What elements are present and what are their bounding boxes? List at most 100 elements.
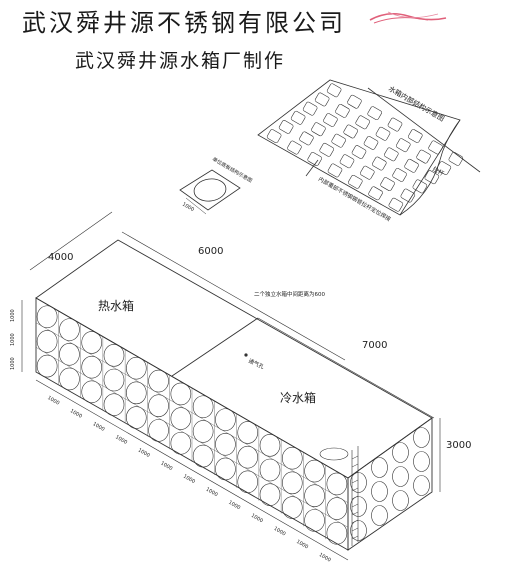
- panel-circle: [192, 395, 214, 419]
- panel-circle: [170, 431, 192, 455]
- dim-left-1: 1000: [10, 309, 16, 322]
- inner-grid-cell: [392, 168, 407, 182]
- inner-grid-cell: [347, 94, 362, 109]
- inner-grid-cell: [314, 92, 330, 107]
- panel-circle: [413, 427, 430, 448]
- panel-circle: [350, 496, 367, 517]
- panel-circle: [215, 408, 236, 431]
- ladder: [319, 446, 359, 546]
- panel-circle: [59, 342, 80, 366]
- inner-grid-cell: [368, 186, 383, 201]
- bottom-dim-label: 1000: [250, 513, 264, 525]
- cold-tank-label: 冷水箱: [280, 390, 316, 405]
- panel-circle: [304, 459, 325, 483]
- bottom-dim-label: 1000: [227, 500, 241, 512]
- panel-circle: [170, 407, 192, 430]
- dim-width-cold: 7000: [362, 340, 387, 351]
- panel-circle: [36, 330, 58, 353]
- panel-circle: [281, 446, 303, 470]
- panel-circle: [215, 432, 236, 456]
- bottom-dim-label: 1000: [92, 421, 106, 433]
- panel-circle: [326, 521, 348, 545]
- inner-structure-panel: [257, 79, 481, 216]
- pull-rod-label: 拉杆: [431, 165, 445, 178]
- panel-circle: [259, 458, 281, 482]
- inner-grid-cell: [372, 156, 387, 171]
- inner-grid-cell: [448, 151, 464, 166]
- panel-circle: [371, 505, 388, 526]
- bottom-dim-label: 1000: [137, 447, 151, 459]
- panel-circle: [81, 331, 103, 354]
- inner-grid-cell: [326, 83, 342, 98]
- panel-circle: [125, 356, 147, 380]
- inner-grid-cell: [400, 188, 416, 203]
- company-title: 武汉舜井源不锈钢有限公司: [22, 9, 346, 37]
- inner-grid-cell: [367, 106, 382, 121]
- panel-circle: [215, 457, 236, 481]
- panel-circle: [413, 475, 430, 496]
- inner-grid-cell: [307, 152, 322, 166]
- panel-circle: [237, 445, 259, 469]
- hot-tank-label: 热水箱: [98, 298, 134, 313]
- inner-grid-cell: [351, 145, 367, 159]
- bottom-dim-label: 1000: [182, 474, 196, 486]
- inner-grid-cell: [424, 170, 440, 185]
- panel-circle: [81, 380, 103, 404]
- panel-circle: [371, 481, 388, 502]
- inner-grid-cell: [299, 131, 314, 146]
- dim-height-right: 3000: [446, 440, 471, 451]
- inner-grid-cell: [343, 124, 358, 139]
- panel-circle: [36, 305, 58, 329]
- front-panel-grid: [35, 305, 349, 545]
- dim-width-hot: 6000: [198, 246, 223, 257]
- panel-circle: [36, 354, 58, 378]
- small-panel-dim: 1000: [181, 202, 195, 214]
- panel-circle: [148, 369, 169, 393]
- vent-label: 通气孔: [247, 357, 266, 371]
- inner-grid-cell: [327, 163, 343, 178]
- inner-grid-cell: [290, 110, 306, 125]
- dim-left-3: 1000: [10, 357, 16, 370]
- inner-grid-cell: [387, 117, 403, 132]
- inner-grid-cell: [287, 140, 302, 155]
- panel-circle: [281, 496, 303, 519]
- inner-grid-cell: [428, 140, 443, 155]
- inner-grid-cell: [278, 120, 294, 134]
- inner-grid-cell: [380, 177, 395, 192]
- panel-circle: [326, 497, 348, 520]
- inner-grid-cell: [396, 138, 411, 153]
- inner-grid-cell: [348, 174, 363, 189]
- panel-circle: [237, 470, 259, 494]
- panel-circle: [413, 451, 430, 472]
- bottom-dim-label: 1000: [205, 487, 219, 499]
- small-panel: [179, 169, 241, 215]
- vent-hole: [244, 353, 248, 357]
- inner-grid-cell: [323, 113, 338, 127]
- inner-grid-cell: [363, 136, 379, 150]
- inner-grid-cell: [339, 154, 355, 169]
- panel-circle: [125, 381, 147, 405]
- inner-grid-cell: [412, 179, 428, 194]
- inner-grid-cell: [384, 147, 399, 162]
- panel-circle: [103, 344, 125, 367]
- maker-subtitle: 武汉舜井源水箱厂制作: [75, 50, 286, 72]
- dim-depth-left: 4000: [48, 252, 73, 263]
- panel-circle: [103, 393, 125, 416]
- bottom-dim-label: 1000: [114, 434, 128, 446]
- panel-circle: [170, 382, 192, 406]
- panel-circle: [192, 420, 214, 443]
- panel-circle: [350, 472, 367, 493]
- inner-grid-cell: [302, 101, 318, 116]
- panel-circle: [81, 355, 103, 379]
- panel-circle: [59, 318, 80, 341]
- inner-grid-cell: [404, 158, 419, 173]
- right-panel-grid: [350, 427, 430, 541]
- bottom-dim-label: 1000: [295, 539, 309, 551]
- inner-grid-cell: [360, 165, 375, 180]
- inner-grid-cell: [311, 122, 326, 137]
- bottom-dim-label: 1000: [46, 395, 60, 407]
- inner-grid-cell: [335, 103, 350, 118]
- panel-circle: [392, 466, 409, 487]
- panel-circle: [304, 509, 325, 532]
- bottom-dim-label: 1000: [318, 552, 332, 564]
